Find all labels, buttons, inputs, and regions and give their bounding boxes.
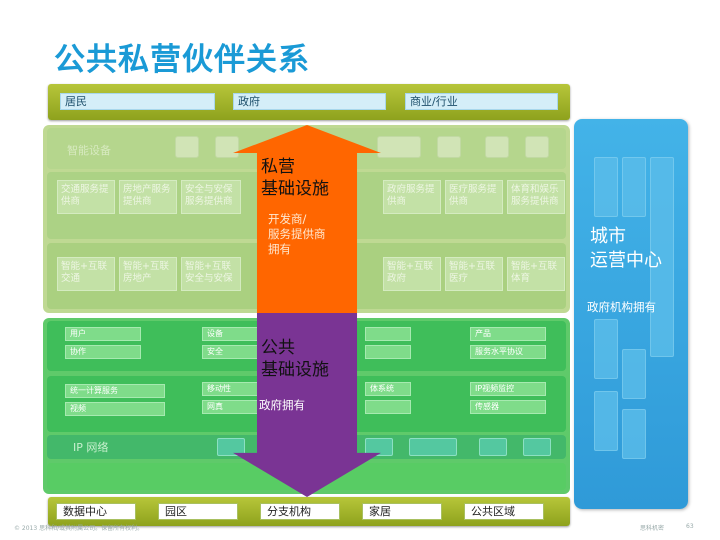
- private-infrastructure-arrow: [233, 125, 381, 313]
- service-cell: 智能+互联交通: [57, 257, 115, 291]
- location-branch: 分支机构: [260, 503, 340, 520]
- faded-block: [622, 349, 646, 399]
- footer-copyright: © 2013 思科和/或其附属公司。保留所有权利。: [14, 525, 144, 532]
- location-data-center: 数据中心: [56, 503, 136, 520]
- switch-icon: [217, 438, 245, 456]
- platform-chip: [365, 345, 411, 359]
- smart-devices-caption: 智能设备: [67, 144, 111, 157]
- page-title: 公共私营伙伴关系: [54, 42, 310, 78]
- platform-chip: 安全: [202, 345, 272, 359]
- device-icon: [215, 136, 239, 158]
- private-title-line: 基础设施: [261, 179, 329, 199]
- service-chip: 传感器: [470, 400, 546, 414]
- platform-chip: 用户: [65, 327, 141, 341]
- city-center-title-line: 城市: [590, 226, 626, 247]
- provider-cell: 交通服务提供商: [57, 180, 115, 214]
- private-infrastructure-title: 私营 基础设施: [261, 156, 329, 200]
- router-icon: [523, 438, 551, 456]
- city-center-owner: 政府机构拥有: [587, 300, 656, 314]
- location-bar: 数据中心 园区 分支机构 家居 公共区域: [48, 497, 570, 526]
- provider-cell: 体育和娱乐服务提供商: [507, 180, 565, 214]
- service-chip: [365, 400, 411, 414]
- service-chip: 体系统: [365, 382, 411, 396]
- stakeholder-business: 商业/行业: [405, 93, 558, 110]
- private-owner-line: 拥有: [268, 242, 291, 256]
- router-icon: [365, 438, 393, 456]
- stakeholder-bar: 居民 政府 商业/行业: [48, 84, 570, 120]
- ip-network-label: IP 网络: [73, 441, 109, 454]
- faded-block: [594, 157, 618, 217]
- stakeholder-residents: 居民: [60, 93, 215, 110]
- platform-chip: 协作: [65, 345, 141, 359]
- location-public-area: 公共区域: [464, 503, 544, 520]
- device-icon: [525, 136, 549, 158]
- private-infrastructure-owner: 开发商/ 服务提供商 拥有: [268, 212, 326, 257]
- location-home: 家居: [362, 503, 442, 520]
- public-infrastructure-title: 公共 基础设施: [261, 337, 329, 381]
- faded-block: [594, 391, 618, 451]
- service-chip: 统一计算服务: [65, 384, 165, 398]
- private-owner-line: 服务提供商: [268, 227, 326, 241]
- city-center-title: 城市 运营中心: [590, 225, 662, 273]
- faded-block: [650, 157, 674, 357]
- city-center-title-line: 运营中心: [590, 250, 662, 271]
- public-infrastructure-arrow: [233, 313, 381, 497]
- provider-cell: 政府服务提供商: [383, 180, 441, 214]
- public-infrastructure-owner: 政府拥有: [259, 398, 305, 412]
- private-title-line: 私营: [261, 157, 295, 177]
- service-chip: IP视频监控: [470, 382, 546, 396]
- provider-cell: 医疗服务提供商: [445, 180, 503, 214]
- service-cell: 智能+互联安全与安保: [181, 257, 241, 291]
- device-icon: [175, 136, 199, 158]
- service-cell: 智能+互联政府: [383, 257, 441, 291]
- location-campus: 园区: [158, 503, 238, 520]
- camera-icon: [485, 136, 509, 158]
- faded-block: [594, 319, 618, 379]
- platform-chip: [365, 327, 411, 341]
- platform-chip: 产品: [470, 327, 546, 341]
- stakeholder-government: 政府: [233, 93, 386, 110]
- service-cell: 智能+互联体育: [507, 257, 565, 291]
- footer-page-number: 63: [686, 523, 694, 530]
- city-operations-panel: 城市 运营中心 政府机构拥有: [574, 119, 688, 509]
- provider-cell: 安全与安保服务提供商: [181, 180, 241, 214]
- private-owner-line: 开发商/: [268, 212, 307, 226]
- public-title-line: 基础设施: [261, 360, 329, 380]
- public-title-line: 公共: [261, 338, 295, 358]
- platform-chip: 服务水平协议: [470, 345, 546, 359]
- provider-cell: 房地产服务提供商: [119, 180, 177, 214]
- service-cell: 智能+互联房地产: [119, 257, 177, 291]
- faded-block: [622, 409, 646, 459]
- switch-icon: [409, 438, 457, 456]
- service-chip: 网真: [202, 400, 272, 414]
- service-chip: 视频: [65, 402, 165, 416]
- faded-block: [622, 157, 646, 217]
- device-icon: [377, 136, 421, 158]
- service-cell: 智能+互联医疗: [445, 257, 503, 291]
- router-icon: [479, 438, 507, 456]
- camera-icon: [437, 136, 461, 158]
- service-chip: 移动性: [202, 382, 272, 396]
- footer-brand: 思科机密: [640, 525, 665, 532]
